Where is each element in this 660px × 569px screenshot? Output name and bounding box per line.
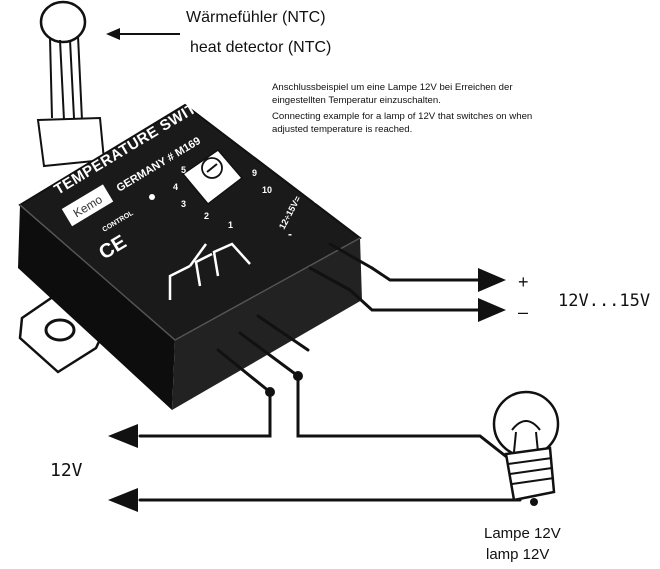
power-voltage-label: 12V...15V (558, 291, 650, 311)
lamp-label-en: lamp 12V (486, 546, 549, 563)
dial-scale-numbers: 1 2 3 4 5 9 10 (173, 165, 272, 230)
lamp-supply-top-wire (108, 387, 275, 448)
brand-plate (61, 184, 114, 227)
description-en-line1: Connecting example for a lamp of 12V tha… (272, 111, 532, 122)
dial-number-2: 2 (204, 211, 209, 221)
sensor-pointer-arrow (106, 28, 180, 40)
dial-number-1: 1 (228, 220, 233, 230)
power-minus-label: – (518, 302, 528, 322)
description-de-line2: eingestellten Temperatur einzuschalten. (272, 95, 441, 106)
control-led (149, 194, 155, 200)
ground-symbol (317, 173, 331, 185)
temperature-switch-module (18, 103, 362, 410)
sensor-label-de: Wärmefühler (NTC) (186, 9, 326, 26)
lamp-supply-bottom-wire (108, 488, 522, 512)
description-de-line1: Anschlussbeispiel um eine Lampe 12V bei … (272, 82, 513, 93)
dial-number-9: 9 (252, 168, 257, 178)
dial-number-5: 5 (181, 165, 186, 175)
sensor-label-en: heat detector (NTC) (190, 39, 331, 56)
module-plus-sign: + (312, 193, 319, 207)
adjustment-dial[interactable] (181, 149, 244, 206)
relay-symbol (168, 242, 251, 300)
ntc-sensor (36, 0, 106, 168)
module-minus-sign: - (288, 227, 292, 241)
relay-output-pins (216, 314, 310, 394)
lamp-label-de: Lampe 12V (484, 525, 561, 542)
lamp-feed-wire (293, 371, 510, 460)
power-plus-wire (370, 266, 506, 292)
dial-number-4: 4 (173, 182, 178, 192)
power-minus-wire (348, 288, 506, 322)
dial-number-3: 3 (181, 199, 186, 209)
lamp-bulb (492, 390, 560, 506)
description-text: Anschlussbeispiel um eine Lampe 12V bei … (272, 82, 532, 135)
dial-number-10: 10 (262, 185, 272, 195)
power-plus-label: + (518, 272, 529, 292)
lamp-supply-voltage-label: 12V (50, 460, 83, 481)
description-en-line2: adjusted temperature is reached. (272, 124, 412, 135)
power-input-pins (308, 242, 374, 292)
